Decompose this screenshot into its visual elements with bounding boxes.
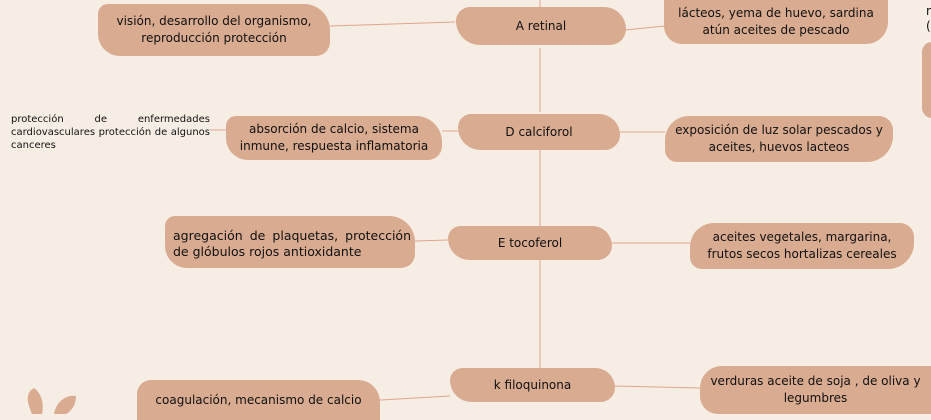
vitamin-d-benefits-text: protección de enfermedades cardiovascula…: [11, 114, 210, 151]
connector-k-functions: [379, 395, 451, 401]
vitamin-k-name: k filoquinona: [493, 377, 572, 392]
vitamin-d-name: D calciforol: [505, 124, 573, 139]
vitamin-a-functions: visión, desarrollo del organismo, reprod…: [116, 14, 312, 45]
vitamin-k-functions-box: coagulación, mecanismo de calcio: [137, 380, 380, 420]
connector-e-functions: [414, 239, 449, 242]
edge-fragment-line-2: (: [926, 19, 931, 33]
vitamin-d-sources: exposición de luz solar pescados y aceit…: [675, 123, 883, 154]
vitamin-k-functions: coagulación, mecanismo de calcio: [155, 392, 362, 407]
vitamin-a-name: A retinal: [515, 18, 567, 33]
vitamin-e-node: E tocoferol: [448, 226, 612, 260]
vitamin-e-functions-box: agregación de plaquetas, protección de g…: [165, 216, 415, 268]
vitamin-e-name: E tocoferol: [497, 235, 563, 250]
vitamin-k-sources-box: verduras aceite de soja , de oliva y leg…: [700, 366, 931, 414]
connector-a-sources: [624, 25, 666, 31]
edge-fragment-shape: [922, 42, 931, 118]
vitamin-d-functions-box: absorción de calcio, sistema inmune, res…: [226, 116, 442, 160]
vitamin-e-functions: agregación de plaquetas, protección de g…: [173, 228, 411, 259]
vitamin-a-functions-box: visión, desarrollo del organismo, reprod…: [98, 4, 330, 56]
leaf-decoration-icon: [27, 388, 76, 414]
vitamin-e-sources: aceites vegetales, margarina, frutos sec…: [707, 230, 897, 261]
edge-fragment: r (: [926, 4, 931, 34]
vitamin-d-sources-box: exposición de luz solar pescados y aceit…: [665, 116, 893, 162]
vitamin-d-node: D calciforol: [458, 114, 620, 150]
connector-a-functions: [329, 21, 456, 27]
vitamin-k-sources: verduras aceite de soja , de oliva y leg…: [710, 374, 921, 405]
vitamin-d-functions: absorción de calcio, sistema inmune, res…: [239, 122, 429, 153]
vitamin-d-benefits: protección de enfermedades cardiovascula…: [11, 113, 210, 152]
vitamin-e-sources-box: aceites vegetales, margarina, frutos sec…: [690, 223, 914, 269]
vitamin-a-sources: lácteos, yema de huevo, sardina atún ace…: [678, 6, 874, 37]
connector-k-sources: [614, 385, 701, 389]
vitamin-k-node: k filoquinona: [450, 368, 615, 402]
edge-fragment-line-1: r: [926, 4, 931, 18]
vitamin-a-sources-box: lácteos, yema de huevo, sardina atún ace…: [664, 0, 888, 44]
vitamin-a-node: A retinal: [456, 7, 626, 45]
